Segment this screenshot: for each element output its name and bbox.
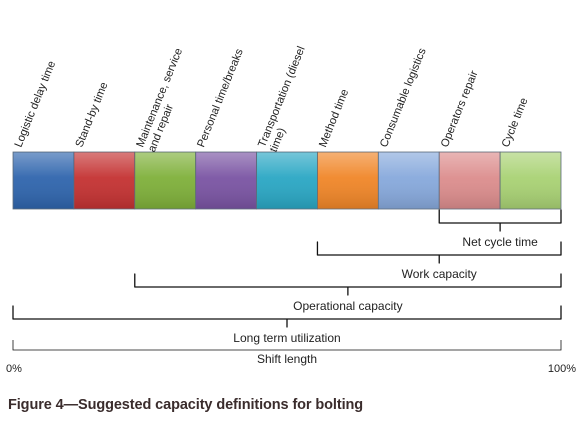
segment-label-consumable-logistics: Consumable logistics bbox=[378, 46, 429, 149]
bracket-line bbox=[134, 273, 562, 296]
segment-transportation-diesel-time bbox=[256, 151, 318, 210]
bracket-long-term-utilization: Long term utilization bbox=[12, 305, 562, 345]
bracket-line bbox=[12, 340, 562, 351]
segment-label-logistic-delay-time: Logistic delay time bbox=[13, 59, 59, 149]
bracket-line bbox=[316, 241, 562, 264]
segment-maintenance-service-and-repair bbox=[134, 151, 197, 210]
segment-label-transportation-diesel-time: Transportation (dieseltime) bbox=[256, 45, 319, 154]
segment-label-method-time: Method time bbox=[317, 88, 351, 150]
segment-stand-by-time bbox=[73, 151, 136, 210]
segment-label-line: Consumable logistics bbox=[378, 46, 429, 149]
segment-sheen bbox=[13, 152, 74, 209]
segment-sheen bbox=[257, 152, 317, 209]
segment-label-line: Stand-by time bbox=[74, 81, 111, 149]
segment-sheen bbox=[74, 152, 135, 209]
segment-operators-repair bbox=[438, 151, 501, 210]
segment-label-stand-by-time: Stand-by time bbox=[74, 81, 111, 149]
segment-label-line: Cycle time bbox=[500, 96, 531, 149]
segment-label-line: Method time bbox=[317, 88, 351, 150]
segment-sheen bbox=[378, 152, 439, 209]
segment-personal-time-breaks bbox=[195, 151, 257, 210]
segment-logistic-delay-time bbox=[12, 151, 75, 210]
timeline-bar bbox=[12, 151, 562, 210]
segment-sheen bbox=[196, 152, 257, 209]
bracket-label: Long term utilization bbox=[233, 331, 340, 345]
axis-end-label: 100% bbox=[548, 363, 576, 375]
axis-start-label: 0% bbox=[6, 363, 22, 375]
segment-label-cycle-time: Cycle time bbox=[500, 96, 531, 149]
segment-label-line: Operators repair bbox=[439, 69, 481, 149]
segment-label-personal-time-breaks: Personal time/breaks bbox=[195, 47, 246, 149]
segment-sheen bbox=[317, 152, 378, 209]
segment-label-line: Personal time/breaks bbox=[195, 47, 246, 149]
bracket-operational-capacity: Operational capacity bbox=[134, 273, 562, 313]
segment-method-time bbox=[317, 151, 379, 210]
segment-sheen bbox=[500, 152, 561, 209]
segment-label-maintenance-service-and-repair: Maintenance, serviceand repair bbox=[134, 47, 196, 154]
bracket-line bbox=[12, 305, 562, 328]
segment-label-line: Logistic delay time bbox=[13, 59, 59, 149]
bracket-net-cycle-time: Net cycle time bbox=[438, 209, 562, 249]
segment-sheen bbox=[439, 152, 500, 209]
bracket-label: Net cycle time bbox=[462, 235, 538, 249]
shift-length-label: Shift length bbox=[257, 352, 317, 366]
bracket-line bbox=[438, 209, 562, 232]
bracket-label: Work capacity bbox=[402, 267, 477, 281]
segment-labels: Logistic delay time Stand-by time Maintena… bbox=[13, 45, 531, 154]
bracket-label: Operational capacity bbox=[293, 299, 402, 313]
figure-caption: Figure 4—Suggested capacity definitions … bbox=[8, 397, 364, 413]
segment-cycle-time bbox=[499, 151, 562, 210]
bracket-work-capacity: Work capacity bbox=[316, 241, 562, 281]
bracket-shift-length bbox=[12, 340, 562, 351]
segment-consumable-logistics bbox=[377, 151, 440, 210]
segment-label-operators-repair: Operators repair bbox=[439, 69, 481, 149]
segment-sheen bbox=[135, 152, 196, 209]
